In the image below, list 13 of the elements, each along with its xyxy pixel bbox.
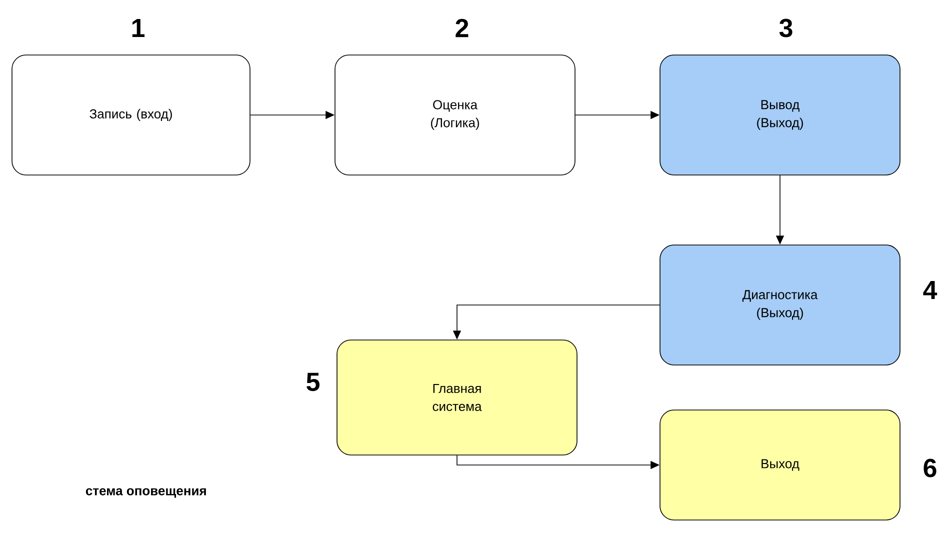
process-box: Оценка (Логика) [334,54,576,176]
step-number: 2 [456,18,468,38]
process-box: Вывод (Выход) [660,54,900,176]
step-number: 3 [779,18,792,38]
step-number: 5 [306,372,320,392]
step-number: 1 [132,19,145,37]
note-text: стема оповещения [86,488,206,498]
process-box: Главная система [336,340,578,456]
step-number: 6 [924,458,936,478]
process-box: Выход [660,410,900,520]
process-box: Запись (вход) [12,54,250,176]
step-number: 4 [923,281,938,299]
process-box: Диагностика (Выход) [660,244,900,366]
